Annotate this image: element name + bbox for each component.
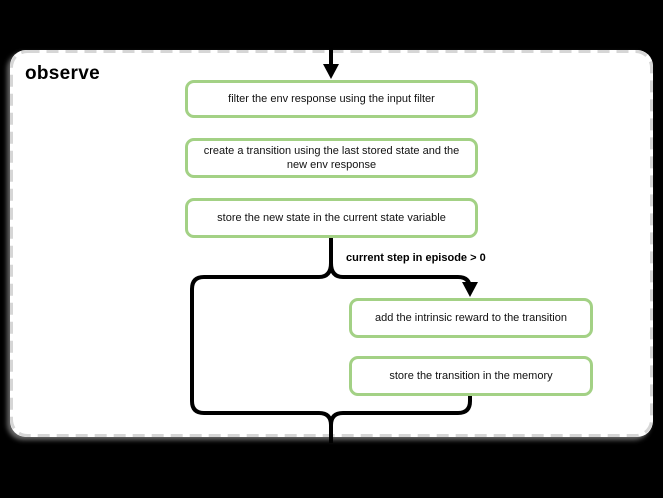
group-title: observe (25, 63, 100, 84)
node-label: store the new state in the current state… (217, 212, 446, 224)
node-label: add the intrinsic reward to the transiti… (375, 312, 567, 324)
node-label: create a transition using the last store… (203, 145, 460, 171)
node-store-new-state: store the new state in the current state… (185, 198, 478, 238)
node-filter-env-response: filter the env response using the input … (185, 80, 478, 118)
condition-label: current step in episode > 0 (346, 252, 486, 264)
node-store-transition: store the transition in the memory (349, 356, 593, 396)
node-label: store the transition in the memory (389, 370, 553, 382)
node-add-intrinsic-reward: add the intrinsic reward to the transiti… (349, 298, 593, 338)
node-create-transition: create a transition using the last store… (185, 138, 478, 178)
node-label: filter the env response using the input … (228, 93, 435, 105)
